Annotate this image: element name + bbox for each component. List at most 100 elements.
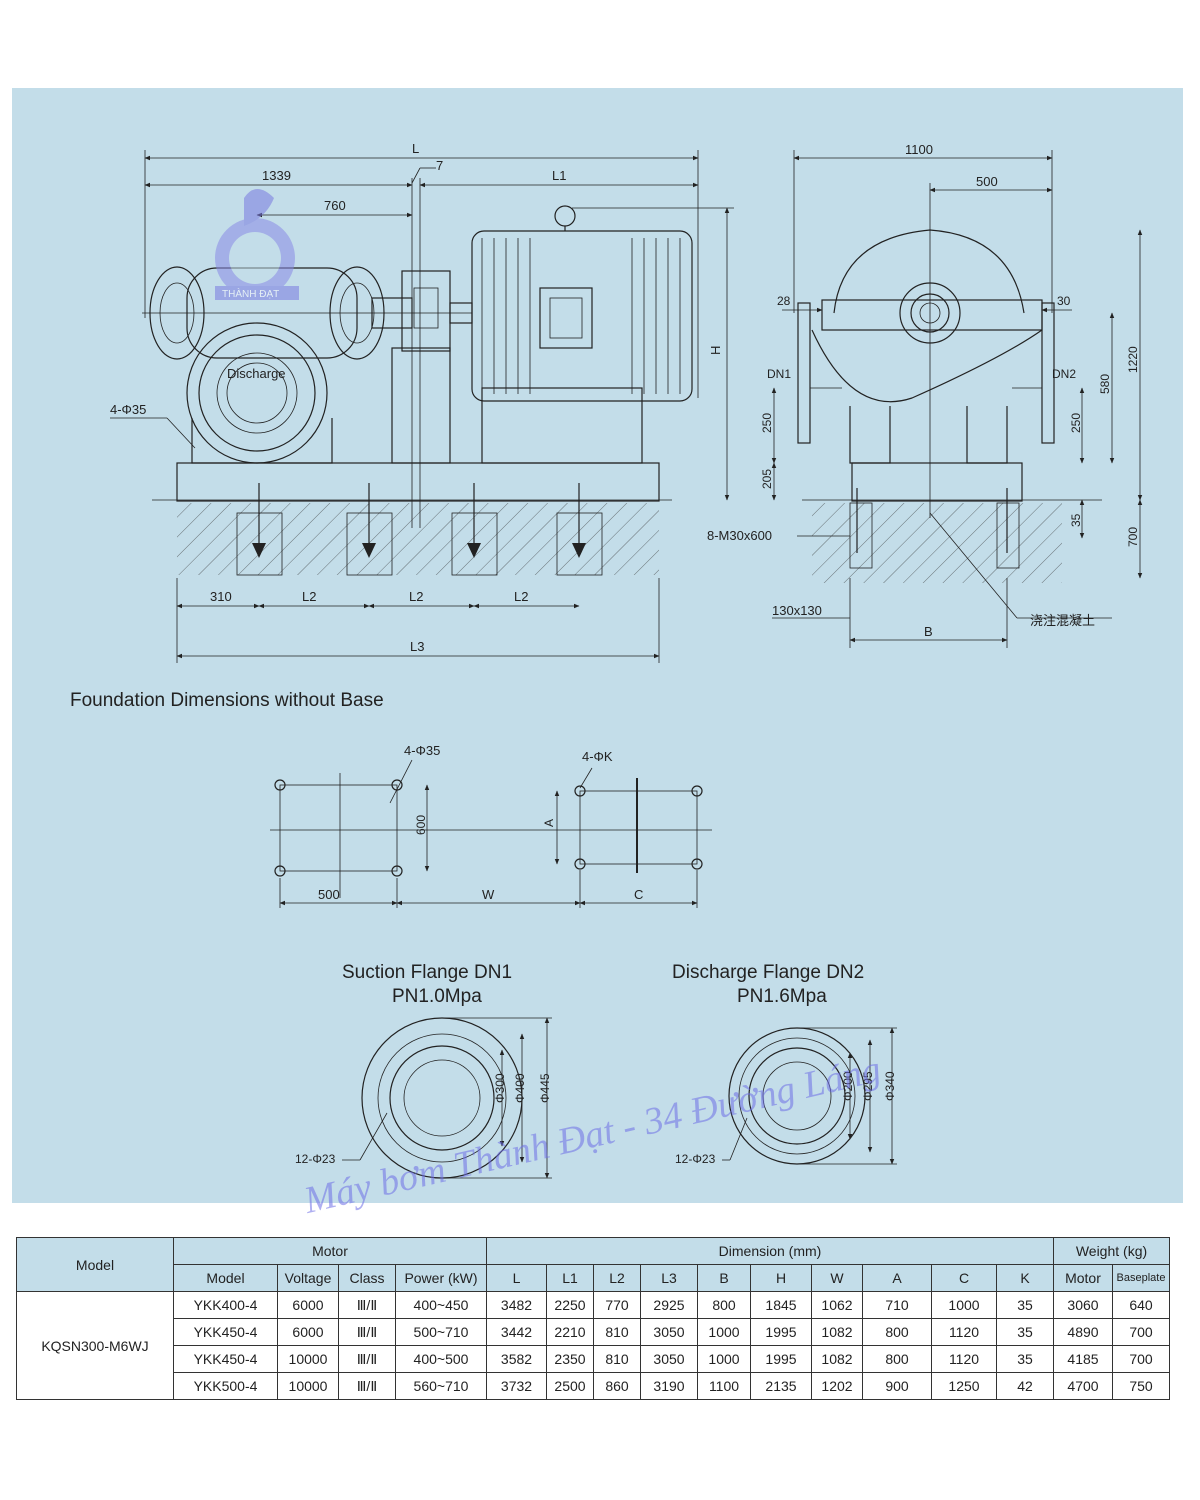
cell-L: 3482 xyxy=(486,1291,547,1319)
col-weight-group: Weight (kg) xyxy=(1053,1237,1170,1265)
logo-text: THÀNH ĐẠT xyxy=(222,287,279,300)
col-motor-model: Model xyxy=(173,1264,278,1292)
cell-A: 900 xyxy=(862,1372,932,1400)
cell-L3: 3050 xyxy=(640,1345,698,1373)
cell-H: 1995 xyxy=(750,1318,812,1346)
col-dimension-group: Dimension (mm) xyxy=(486,1237,1054,1265)
dim-580: 580 xyxy=(1098,374,1112,394)
label-DN2: DN2 xyxy=(1052,367,1076,381)
cell-W: 1062 xyxy=(811,1291,863,1319)
dim-C: C xyxy=(634,887,643,902)
dim-W: W xyxy=(482,887,495,902)
discharge-flange: Φ200 Φ295 Φ340 12-Φ23 xyxy=(675,1027,897,1166)
cell-L3: 3050 xyxy=(640,1318,698,1346)
col-H: H xyxy=(750,1264,812,1292)
dim-B: B xyxy=(924,624,933,639)
dim-L2-b: L2 xyxy=(409,589,423,604)
cell-voltage: 6000 xyxy=(277,1318,339,1346)
cell-B: 1000 xyxy=(697,1318,751,1346)
col-K: K xyxy=(996,1264,1054,1292)
col-weight-baseplate: Baseplate xyxy=(1112,1264,1170,1292)
cell-class: Ⅲ/Ⅱ xyxy=(338,1372,396,1400)
cell-W: 1082 xyxy=(811,1318,863,1346)
col-A: A xyxy=(862,1264,932,1292)
cell-K: 35 xyxy=(996,1291,1054,1319)
cell-weight-baseplate: 750 xyxy=(1112,1372,1170,1400)
cell-motor-model: YKK450-4 xyxy=(173,1318,278,1346)
foundation-plan: 4-Φ35 4-ΦK 600 A 500 W C xyxy=(270,743,712,908)
discharge-d200: Φ200 xyxy=(841,1071,855,1101)
hole-note-left: 4-Φ35 xyxy=(404,743,440,758)
table-row: KQSN300-M6WJ YKK400-4 6000 Ⅲ/Ⅱ 400~450 3… xyxy=(16,1291,1170,1400)
cell-K: 42 xyxy=(996,1372,1054,1400)
col-motor-group: Motor xyxy=(173,1237,487,1265)
dim-L2-c: L2 xyxy=(514,589,528,604)
suction-bolts: 12-Φ23 xyxy=(295,1152,336,1166)
specification-table: Model Motor Dimension (mm) Weight (kg) M… xyxy=(16,1237,1170,1400)
suction-d445: Φ445 xyxy=(538,1073,552,1103)
dim-35: 35 xyxy=(1069,513,1083,527)
col-L2: L2 xyxy=(593,1264,641,1292)
pump-model-cell: KQSN300-M6WJ xyxy=(16,1291,174,1400)
table-row: YKK450-4 6000 Ⅲ/Ⅱ 500~710 3442 2210 810 … xyxy=(17,1318,1170,1346)
cell-H: 1845 xyxy=(750,1291,812,1319)
label-DN1: DN1 xyxy=(767,367,791,381)
table-row: YKK450-4 10000 Ⅲ/Ⅱ 400~500 3582 2350 810… xyxy=(17,1345,1170,1373)
cell-L2: 860 xyxy=(593,1372,641,1400)
cell-W: 1082 xyxy=(811,1345,863,1373)
cell-B: 800 xyxy=(697,1291,751,1319)
cell-weight-motor: 4185 xyxy=(1053,1345,1113,1373)
dim-600: 600 xyxy=(414,815,428,835)
cell-voltage: 10000 xyxy=(277,1345,339,1373)
dim-L2-a: L2 xyxy=(302,589,316,604)
col-L3: L3 xyxy=(640,1264,698,1292)
table-row: YKK500-4 10000 Ⅲ/Ⅱ 560~710 3732 2500 860… xyxy=(17,1372,1170,1400)
cell-L2: 810 xyxy=(593,1345,641,1373)
cell-L3: 2925 xyxy=(640,1291,698,1319)
cell-L3: 3190 xyxy=(640,1372,698,1400)
dim-1220: 1220 xyxy=(1126,346,1140,373)
dim-205: 205 xyxy=(760,469,774,489)
front-elevation: L 1339 L1 7 760 H Discharge 4-Φ35 xyxy=(110,141,734,663)
col-weight-motor: Motor xyxy=(1053,1264,1113,1292)
pad-note: 130x130 xyxy=(772,603,822,618)
cell-H: 2135 xyxy=(750,1372,812,1400)
dim-30: 30 xyxy=(1057,294,1071,308)
drawing-panel: L 1339 L1 7 760 H Discharge 4-Φ35 xyxy=(12,88,1183,1203)
cell-B: 1000 xyxy=(697,1345,751,1373)
suction-flange-pressure: PN1.0Mpa xyxy=(392,986,482,1007)
cell-class: Ⅲ/Ⅱ xyxy=(338,1318,396,1346)
cell-power: 400~500 xyxy=(395,1345,487,1373)
dim-700: 700 xyxy=(1126,527,1140,547)
suction-d300: Φ300 xyxy=(493,1073,507,1103)
dim-28: 28 xyxy=(777,294,791,308)
col-L1: L1 xyxy=(546,1264,594,1292)
col-class: Class xyxy=(338,1264,396,1292)
dim-250-left: 250 xyxy=(760,413,774,433)
dim-H: H xyxy=(708,346,723,355)
cell-power: 400~450 xyxy=(395,1291,487,1319)
col-voltage: Voltage xyxy=(277,1264,339,1292)
cell-L1: 2500 xyxy=(546,1372,594,1400)
cell-B: 1100 xyxy=(697,1372,751,1400)
discharge-label: Discharge xyxy=(227,366,286,381)
dim-760: 760 xyxy=(324,198,346,213)
cell-weight-baseplate: 700 xyxy=(1112,1345,1170,1373)
dim-1100: 1100 xyxy=(905,142,933,157)
cell-L1: 2210 xyxy=(546,1318,594,1346)
discharge-d295: Φ295 xyxy=(861,1071,875,1101)
dim-500-plan: 500 xyxy=(318,887,340,902)
dim-L: L xyxy=(412,141,419,156)
col-C: C xyxy=(931,1264,997,1292)
cell-K: 35 xyxy=(996,1318,1054,1346)
cell-motor-model: YKK500-4 xyxy=(173,1372,278,1400)
technical-drawing: L 1339 L1 7 760 H Discharge 4-Φ35 xyxy=(70,141,1143,1179)
cell-K: 35 xyxy=(996,1345,1054,1373)
cell-weight-motor: 4890 xyxy=(1053,1318,1113,1346)
dim-500: 500 xyxy=(976,174,998,189)
cell-motor-model: YKK450-4 xyxy=(173,1345,278,1373)
col-power: Power (kW) xyxy=(395,1264,487,1292)
cell-L: 3442 xyxy=(486,1318,547,1346)
cell-power: 560~710 xyxy=(395,1372,487,1400)
dim-L1: L1 xyxy=(552,168,566,183)
